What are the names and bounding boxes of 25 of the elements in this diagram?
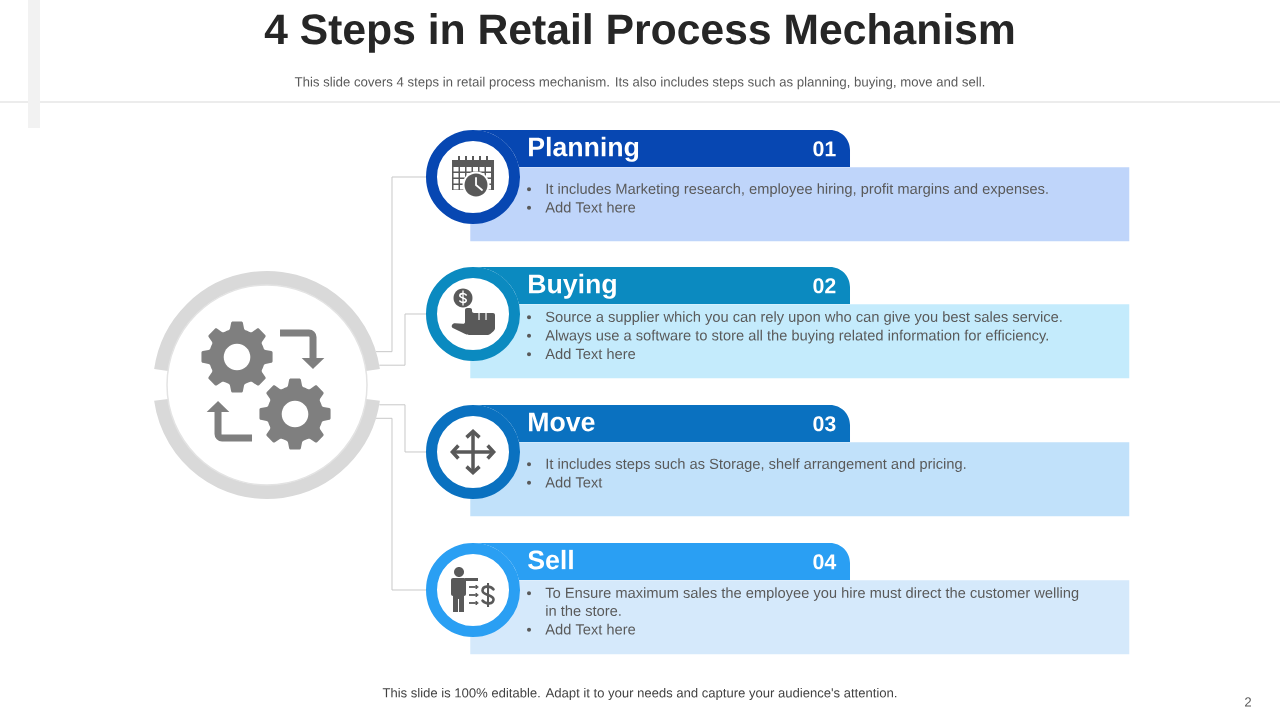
bullet-text: It includes steps such as Storage, shelf arrangement and pricing. — [546, 458, 966, 472]
step-number: 03 — [813, 416, 836, 432]
bullet-text: Add Text here — [545, 201, 636, 213]
bullet-text: Source a supplier which you can rely upon who can give you best sales service. — [545, 311, 1062, 325]
connector-line — [375, 417, 427, 591]
bullet-text: To Ensure maximum sales the employee you hire must direct the customer welling in the store. — [545, 587, 1079, 616]
subtitle: This slide covers 4 steps in retail process mechanism. Its also includes steps such as planning, buying, move and sell. — [294, 76, 985, 90]
step-title: Buying — [529, 273, 616, 299]
bullet-text: Add Text — [545, 476, 603, 488]
bullet-text: It includes Marketing research, employee hiring, profit margins and expenses. — [546, 183, 1048, 197]
bullet-text: Always use a software to store all the buying related information for efficiency. — [545, 329, 1048, 344]
page-number: 2 — [1245, 697, 1251, 707]
footer-note: This slide is 100% editable. Adapt it to your needs and capture your audience's attention. — [382, 687, 897, 701]
step-title: Move — [529, 412, 595, 432]
bullet-text: Add Text here — [545, 348, 636, 360]
bullet-text: Add Text here — [545, 623, 636, 635]
step-title: Sell — [528, 549, 573, 570]
step-number: 02 — [813, 278, 836, 294]
step-title: Planning — [529, 136, 639, 162]
step-number: 04 — [813, 554, 837, 570]
connector-line — [378, 313, 427, 366]
connector-line — [375, 176, 427, 353]
title: 4 Steps in Retail Process Mechanism — [264, 13, 1014, 53]
connector-line — [378, 404, 427, 453]
step-number: 01 — [813, 141, 836, 157]
